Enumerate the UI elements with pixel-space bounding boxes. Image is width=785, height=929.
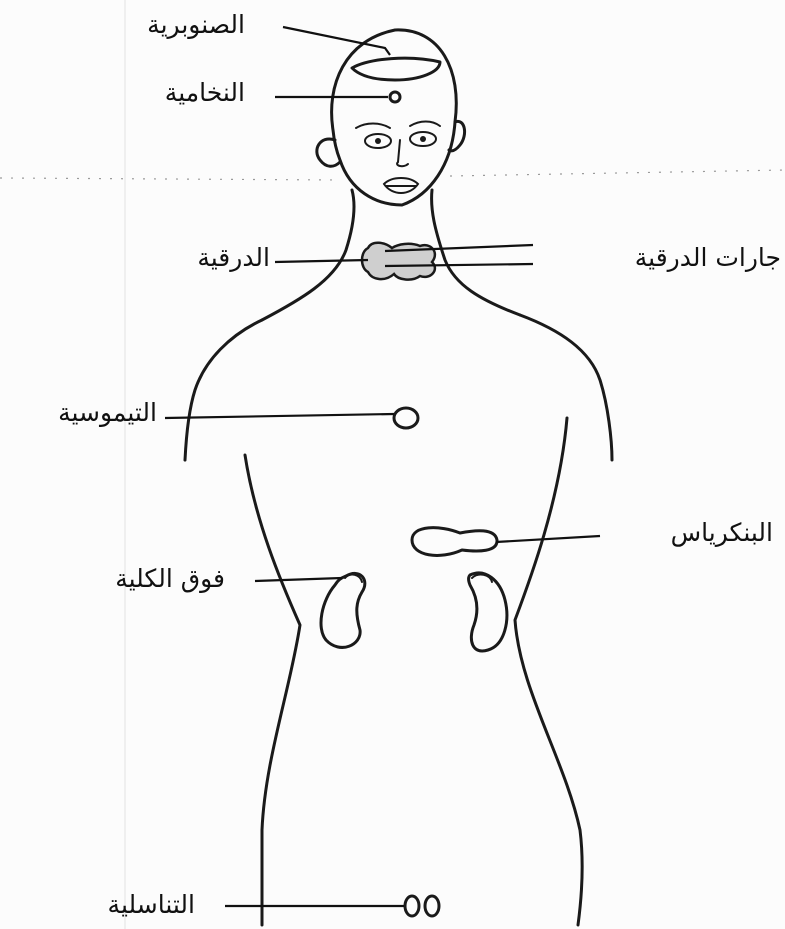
neck-left [262,190,354,320]
scan-artifact-dots-left [0,178,340,180]
left-kidney-shape [321,573,365,647]
pupil-right [420,136,426,142]
arm-left-inner [245,455,300,925]
label-pancreas: البنكرياس [671,520,773,545]
neck-right [432,190,520,315]
thymus-gland-shape [394,408,418,428]
thyroid-gland-shape [362,243,435,280]
nose [397,140,408,166]
torso-left-outline [185,320,262,460]
label-pineal: الصنوبرية [147,12,245,37]
label-gonads: التناسلية [108,892,195,917]
label-thyroid: الدرقية [197,245,270,270]
gonad-right-shape [425,896,439,916]
leader-adrenal [255,578,342,581]
brow-left [356,124,390,129]
pupil-left [375,138,381,144]
pancreas-shape [412,528,497,556]
right-kidney-shape [469,573,507,651]
leader-pancreas [496,536,600,542]
brow-right [410,122,440,127]
leader-thymus [165,414,394,418]
leader-thyroid [275,260,368,262]
label-pituitary: النخامية [165,80,245,105]
label-thymus: التيموسية [58,400,157,425]
pituitary-gland-shape [390,92,400,102]
gonad-left-shape [405,896,419,916]
pineal-gland-shape [352,58,440,80]
arm-right-inner [515,418,582,925]
label-adrenal: فوق الكلية [115,566,225,591]
label-parathyroid: جارات الدرقية [635,245,781,270]
mouth [384,178,418,193]
scan-artifact-dots-right [450,170,785,176]
leader-pineal [283,27,390,55]
